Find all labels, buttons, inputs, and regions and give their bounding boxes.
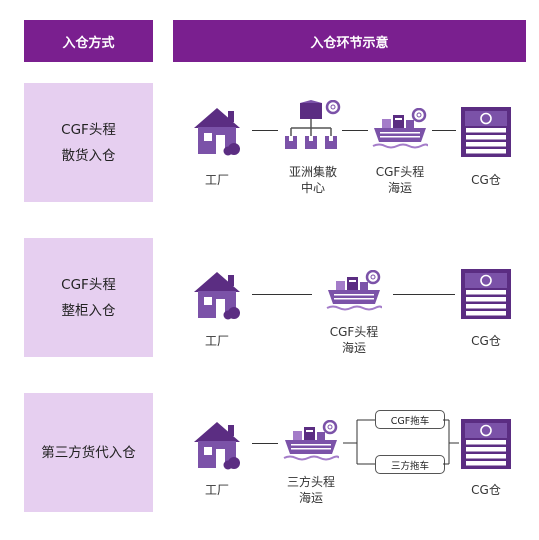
- factory-house-icon: [192, 270, 242, 320]
- warehouse-caption: CG仓: [471, 483, 501, 497]
- row-label-third-party: 第三方货代入仓: [24, 393, 153, 512]
- ship-caption-line1: CGF头程: [329, 325, 379, 339]
- warehouse-icon: [460, 418, 512, 470]
- ship-caption: CGF头程 海运: [365, 164, 435, 196]
- row-label-line1: CGF头程: [61, 121, 116, 138]
- ship-caption-line1: 三方头程: [286, 475, 335, 489]
- ship-caption-line2: 海运: [387, 181, 412, 195]
- method-column-header: 入仓方式: [24, 20, 153, 62]
- hub-caption-line1: 亚洲集散: [288, 165, 337, 179]
- row-label-line2: 整柜入仓: [61, 302, 116, 319]
- factory-house-icon: [192, 420, 242, 470]
- branch-connector: [343, 419, 375, 465]
- merge-connector: [443, 419, 459, 465]
- factory-caption: 工厂: [204, 334, 229, 348]
- hub-caption: 亚洲集散 中心: [278, 164, 348, 196]
- ship-caption-line2: 海运: [298, 491, 323, 505]
- row-label-line1: CGF头程: [61, 276, 116, 293]
- connector-line: [342, 130, 368, 131]
- ship-caption: CGF头程 海运: [319, 324, 389, 356]
- warehouse-icon: [460, 268, 512, 320]
- connector-line: [393, 294, 455, 295]
- third-party-truck-label: 三方拖车: [375, 455, 445, 474]
- connector-line: [252, 443, 278, 444]
- factory-caption: 工厂: [204, 483, 229, 497]
- ship-caption-line1: CGF头程: [375, 165, 425, 179]
- cargo-ship-icon: [372, 108, 428, 150]
- hub-caption-line2: 中心: [300, 181, 325, 195]
- cargo-ship-icon: [283, 420, 339, 462]
- process-column-header: 入仓环节示意: [173, 20, 526, 62]
- connector-line: [432, 130, 456, 131]
- distribution-hub-icon: [283, 100, 343, 154]
- connector-line: [252, 294, 312, 295]
- method-column-title: 入仓方式: [62, 35, 115, 51]
- warehouse-icon: [460, 106, 512, 158]
- factory-caption: 工厂: [204, 173, 229, 187]
- warehouse-caption: CG仓: [471, 173, 501, 187]
- row-label-bulk: CGF头程 散货入仓: [24, 83, 153, 202]
- cgf-truck-label: CGF拖车: [375, 410, 445, 429]
- warehouse-caption: CG仓: [471, 334, 501, 348]
- ship-caption: 三方头程 海运: [276, 474, 346, 506]
- process-column-title: 入仓环节示意: [310, 35, 389, 51]
- row-label-line2: 散货入仓: [61, 147, 116, 164]
- connector-line: [252, 130, 278, 131]
- row-label-line1: 第三方货代入仓: [41, 444, 136, 461]
- cargo-ship-icon: [326, 270, 382, 312]
- ship-caption-line2: 海运: [341, 341, 366, 355]
- row-label-full-container: CGF头程 整柜入仓: [24, 238, 153, 357]
- factory-house-icon: [192, 106, 242, 156]
